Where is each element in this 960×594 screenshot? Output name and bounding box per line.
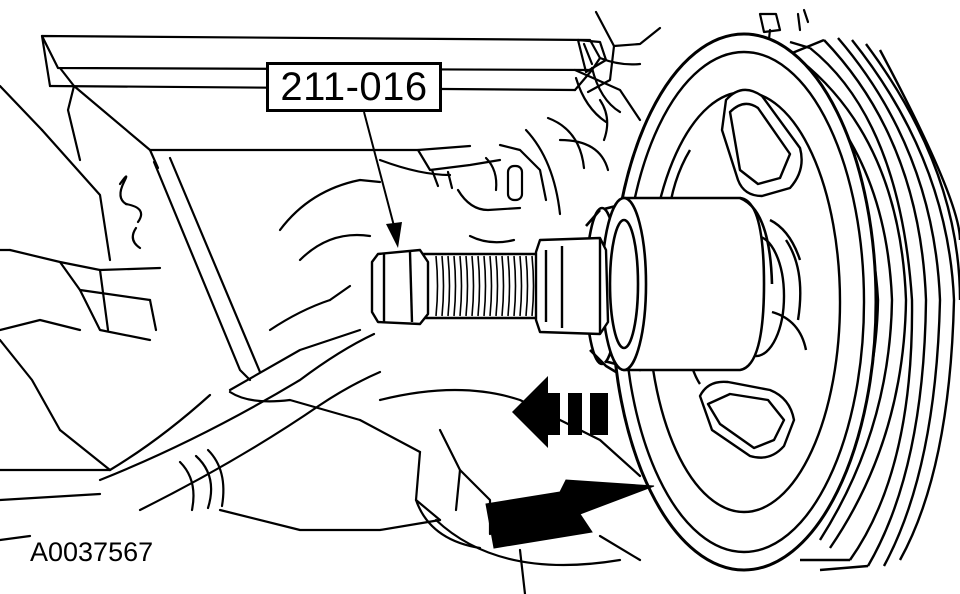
special-tool-number-callout: 211-016 bbox=[266, 62, 442, 112]
forcing-screw bbox=[370, 236, 610, 336]
engine-structure-lines bbox=[0, 8, 810, 594]
puller-tool-body bbox=[584, 196, 774, 374]
figure-reference-id: A0037567 bbox=[30, 537, 154, 567]
tool-label-leader bbox=[363, 111, 402, 248]
pulley-removal-arrow bbox=[485, 479, 655, 549]
screw-threads bbox=[435, 255, 535, 317]
tool-motion-arrow-dashed bbox=[512, 376, 608, 448]
